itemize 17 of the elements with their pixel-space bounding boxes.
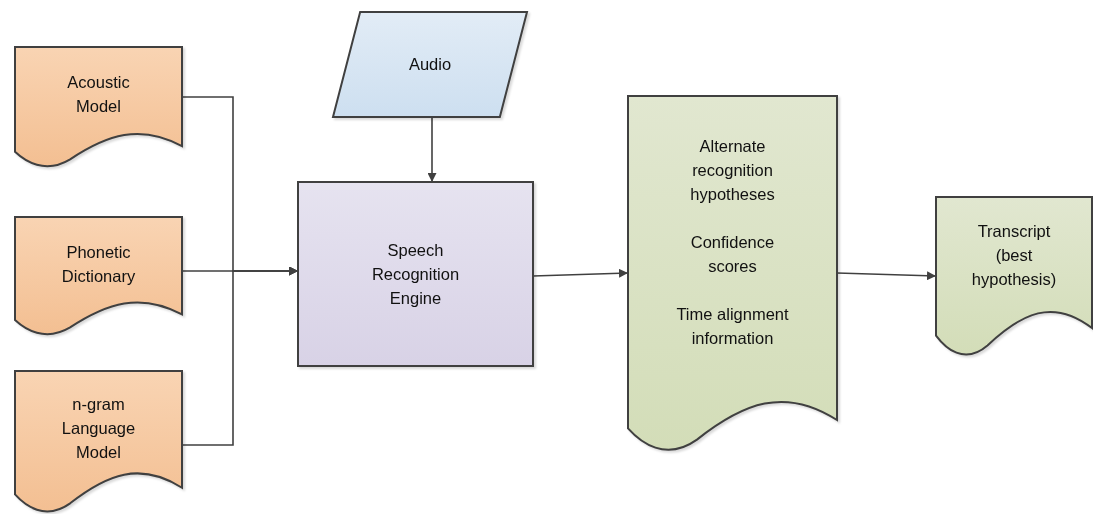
node-label: Audio [408,54,452,75]
node-label: Phonetic Dictionary [60,242,137,287]
document-shape [936,197,1092,353]
document-shape [15,47,182,165]
document-shape [15,371,182,510]
node-label: Speech Recognition Engine [370,240,461,309]
node-label: Time alignment information [675,304,790,349]
node-label: Confidence scores [689,232,776,277]
node-label: Transcript (best hypothesis) [970,221,1058,290]
node-label: n-gram Language Model [60,394,137,463]
node-label: Alternate recognition hypotheses [689,136,776,205]
data-parallelogram [333,12,527,117]
arrow [427,116,437,183]
document-shape [15,217,182,333]
node-label: Acoustic Model [66,72,131,117]
process-box [298,182,533,366]
document-shape [628,96,837,448]
